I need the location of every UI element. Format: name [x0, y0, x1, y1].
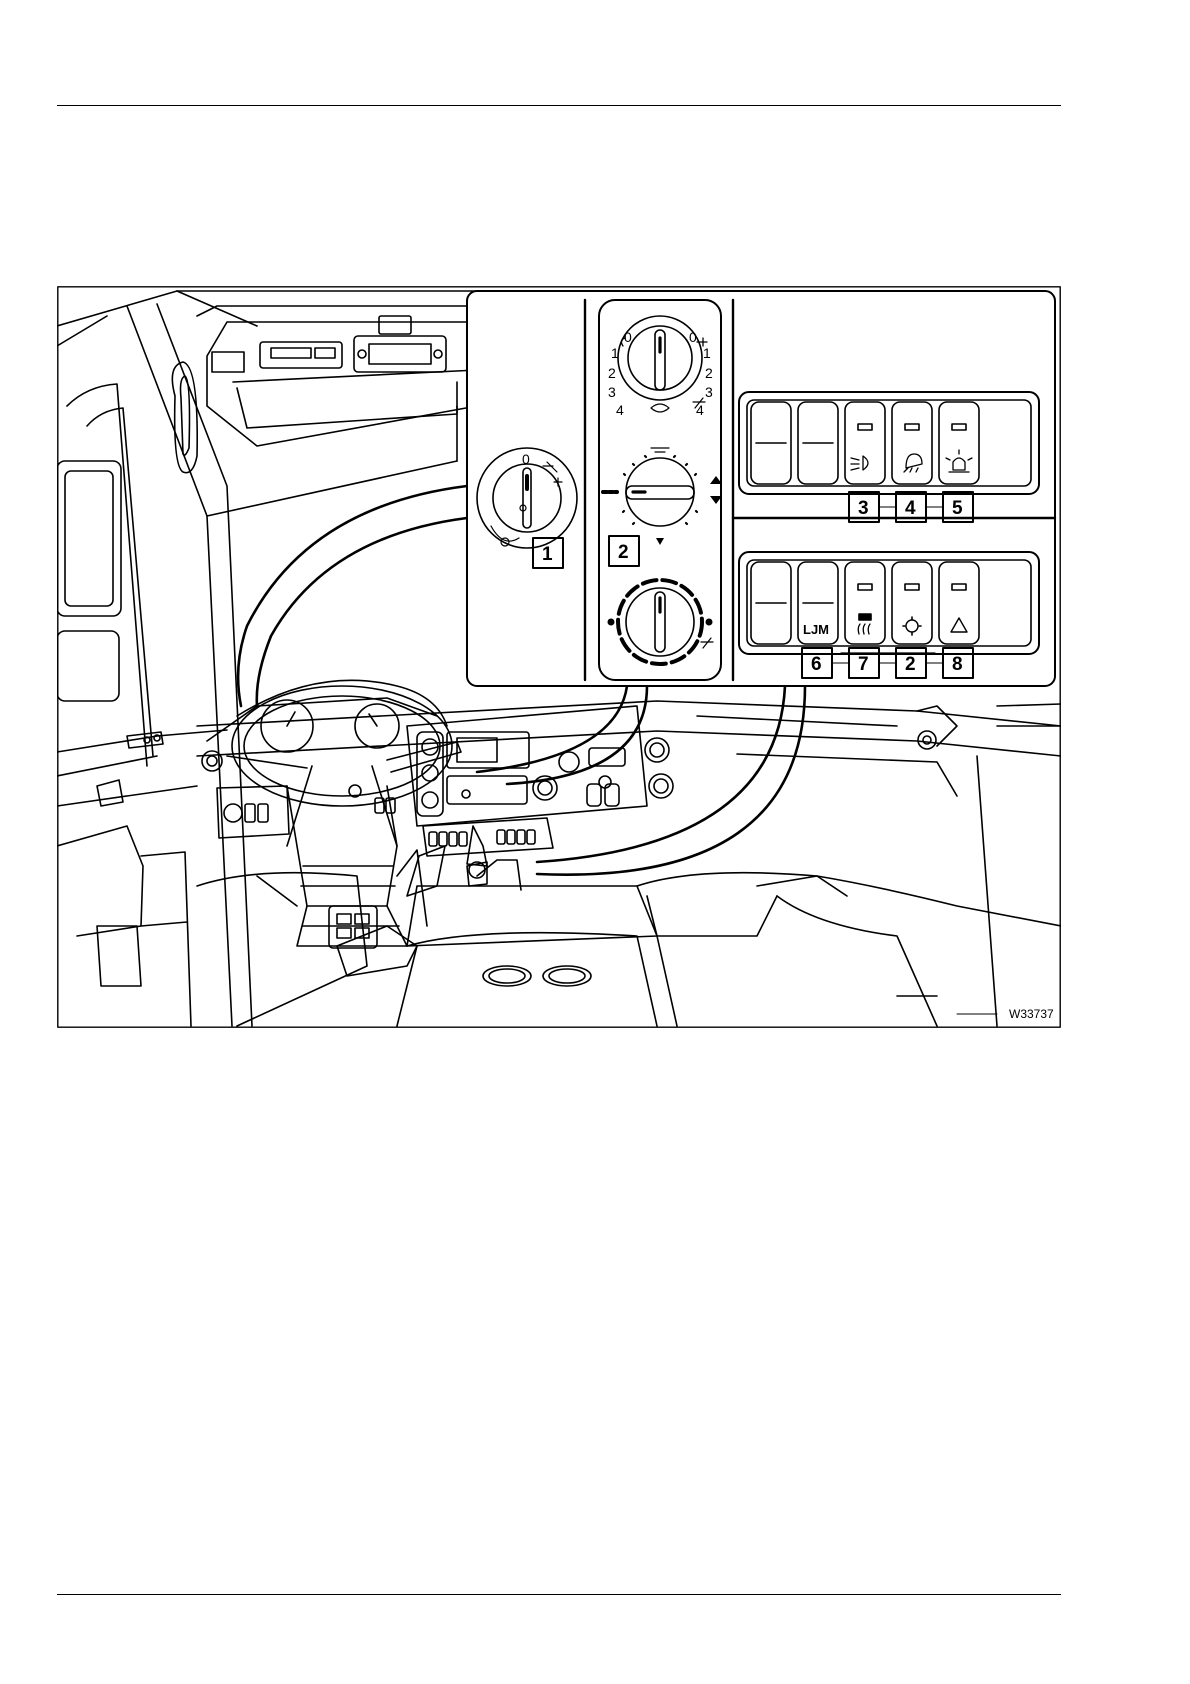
callout-7-label: 7 [858, 654, 869, 675]
door-handle [97, 780, 123, 806]
callout-4-label: 4 [905, 498, 916, 519]
scale-right-4: 4 [696, 402, 704, 418]
foot-control [329, 906, 377, 948]
steering-wheel [232, 686, 452, 806]
scale-left-0: 0 [624, 329, 632, 345]
scale-right-0: 0 [689, 329, 697, 345]
mirror-lower [57, 631, 119, 701]
scale-left-3: 3 [608, 384, 616, 400]
overhead-unit-a [212, 352, 244, 372]
cab-drawing: 0 1 [57, 286, 1061, 1028]
overhead-display [379, 316, 411, 334]
callout-2-label: 2 [618, 542, 629, 563]
callout-8-label: 8 [952, 654, 963, 675]
footer-rule [57, 1594, 1061, 1595]
scale-right-3: 3 [705, 384, 713, 400]
callout-6-label: 6 [811, 654, 822, 675]
scale-right-1: 1 [703, 345, 711, 361]
figure-id: W33737 [1009, 1007, 1054, 1021]
ljm-symbol: LJM [803, 622, 829, 637]
callout-2b-label: 2 [905, 654, 916, 675]
callout-3-label: 3 [858, 498, 869, 519]
scale-left-2: 2 [608, 365, 616, 381]
light-switch-zero: 0 [522, 451, 530, 467]
scale-left-1: 1 [611, 345, 619, 361]
tachograph [260, 342, 342, 368]
radio-unit [354, 336, 446, 372]
callout-5-label: 5 [952, 498, 963, 519]
scale-right-2: 2 [705, 365, 713, 381]
header-rule [57, 105, 1061, 106]
detail-inset: 0 1 [467, 291, 1055, 686]
callout-1-label: 1 [542, 544, 553, 565]
scale-left-4: 4 [616, 402, 624, 418]
mirror-upper [57, 461, 121, 616]
cab-illustration: 0 1 [57, 286, 1061, 1028]
